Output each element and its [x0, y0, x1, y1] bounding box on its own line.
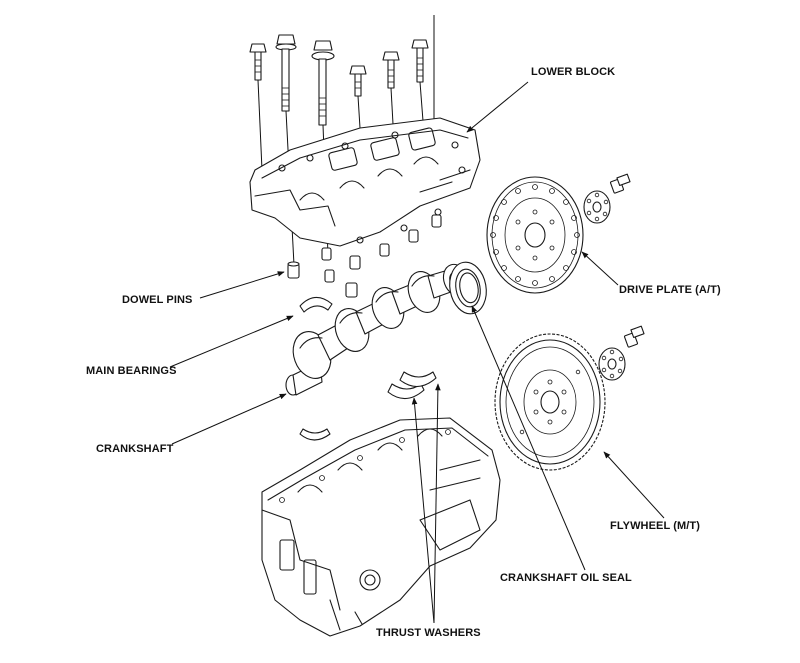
label-flywheel: FLYWHEEL (M/T) [610, 520, 701, 532]
label-drive-plate: DRIVE PLATE (A/T) [619, 284, 721, 296]
flywheel-washer [598, 347, 626, 381]
flywheel [494, 333, 606, 471]
lower-block [249, 117, 481, 247]
label-main-bearings: MAIN BEARINGS [86, 365, 177, 377]
drive-plate [486, 176, 584, 294]
label-thrust-washers: THRUST WASHERS [376, 627, 481, 639]
main-bearings [299, 296, 437, 441]
flywheel-bolt [623, 325, 645, 348]
label-dowel-pins: DOWEL PINS [122, 294, 193, 306]
dowel-pins [287, 214, 442, 298]
leader-lines [169, 81, 665, 624]
engine-block [261, 417, 501, 637]
crankshaft [285, 263, 470, 396]
crankshaft-oil-seal [449, 261, 487, 315]
label-crankshaft-oil-seal: CRANKSHAFT OIL SEAL [500, 572, 632, 584]
bolt [349, 65, 367, 129]
drive-plate-holes [490, 184, 580, 286]
bolt [382, 51, 400, 125]
drive-plate-bolt [609, 173, 631, 194]
label-lower-block: LOWER BLOCK [531, 66, 616, 78]
label-crankshaft: CRANKSHAFT [96, 443, 174, 455]
drive-plate-washer [583, 190, 611, 224]
bolt [249, 43, 267, 171]
